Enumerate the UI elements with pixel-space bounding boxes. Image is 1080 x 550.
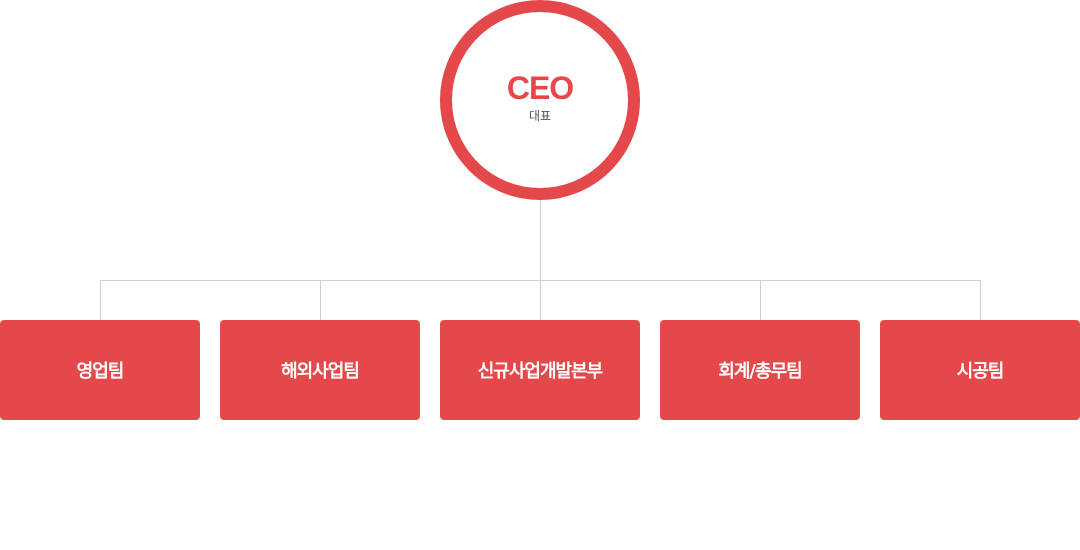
ceo-node: CEO 대표 [440,0,640,200]
ceo-connector-line [540,200,541,280]
team-box-sales: 영업팀 [0,320,200,420]
team-label: 회계/총무팀 [718,361,802,382]
team-label: 신규사업개발본부 [477,361,603,382]
ceo-title: CEO [506,69,574,106]
team-box-new-business-development: 신규사업개발본부 [440,320,640,420]
team-box-construction: 시공팀 [880,320,1080,420]
team-label: 시공팀 [956,361,1005,382]
team-connector-line [320,280,321,320]
team-connector-line [760,280,761,320]
team-connector-line [540,280,541,320]
team-box-accounting-general-affairs: 회계/총무팀 [660,320,860,420]
team-connector-line [100,280,101,320]
team-label: 영업팀 [76,361,125,382]
team-box-overseas-business: 해외사업팀 [220,320,420,420]
ceo-subtitle: 대표 [528,108,552,123]
team-connector-line [980,280,981,320]
team-label: 해외사업팀 [281,361,360,382]
